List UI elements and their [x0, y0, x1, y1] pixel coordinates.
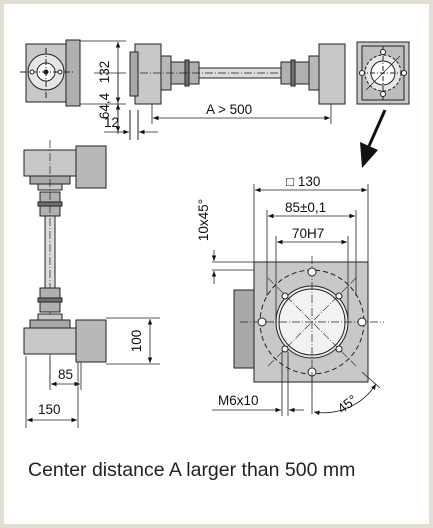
label-130: □ 130: [286, 174, 320, 189]
dimension-150: [25, 356, 79, 428]
dimension-m6: [212, 352, 304, 416]
label-100: 100: [129, 330, 144, 353]
shaft-assembly-vertical-view: [23, 140, 160, 380]
label-chamfer: 10x45°: [196, 199, 211, 241]
dimension-64-4: [94, 72, 126, 134]
label-70h7: 70H7: [292, 226, 324, 241]
dimension-70h7: [275, 236, 349, 322]
label-85-bottom: 85: [58, 367, 73, 382]
label-m6: M6x10: [218, 393, 259, 408]
caption: Center distance A larger than 500 mm: [28, 459, 356, 481]
label-12: 12: [104, 115, 119, 130]
label-85-tolerance: 85±0,1: [285, 200, 326, 215]
shaft-assembly-side-view: [129, 43, 346, 140]
flange-view-small: [356, 41, 410, 105]
dimension-85-tolerance: [266, 210, 357, 296]
label-a: A > 500: [206, 102, 252, 117]
flange-detail-view: [233, 256, 384, 388]
label-132: 132: [97, 61, 112, 84]
dimension-130: [253, 184, 369, 262]
detail-arrow: [360, 109, 387, 168]
label-150: 150: [38, 402, 61, 417]
dimension-a: [151, 104, 332, 124]
label-angle: 45°: [335, 392, 360, 416]
gearbox-end-view: [20, 39, 81, 107]
dimension-85-bottom: [49, 356, 82, 390]
dimension-chamfer: [211, 250, 254, 284]
dimension-angle: [311, 371, 381, 416]
label-64-4: 64,4: [97, 92, 112, 119]
